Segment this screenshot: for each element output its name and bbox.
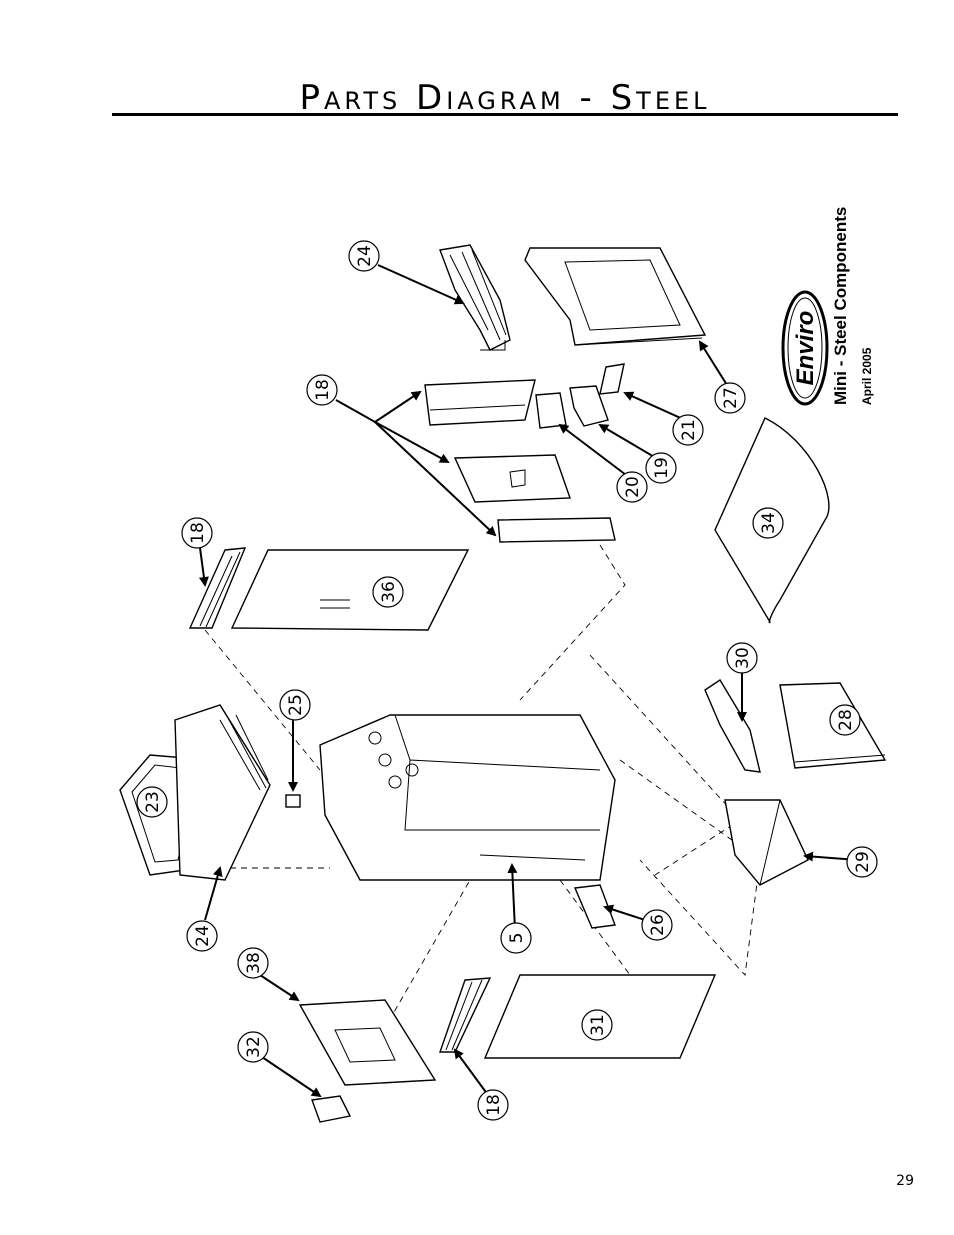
callout-26: 26 [641, 909, 673, 941]
page-title: Parts Diagram - Steel [299, 78, 711, 118]
svg-text:34: 34 [759, 512, 779, 534]
callout-23: 23 [136, 786, 168, 818]
part-18-side-rails [188, 547, 247, 629]
callout-18-top: 18 [306, 374, 338, 406]
part-24-door-frame [174, 704, 271, 881]
callout-19: 19 [645, 452, 677, 484]
callout-29: 29 [846, 846, 878, 878]
svg-text:24: 24 [355, 245, 375, 267]
svg-text:Enviro: Enviro [792, 311, 819, 386]
svg-text:18: 18 [188, 522, 208, 544]
part-26-plate [573, 884, 616, 929]
enviro-logo: Enviro [781, 290, 829, 406]
svg-text:5: 5 [507, 933, 527, 944]
part-18-baffle-top [424, 379, 536, 426]
callout-arrows [198, 264, 859, 1098]
svg-text:30: 30 [733, 647, 753, 669]
svg-text:29: 29 [853, 851, 873, 873]
svg-text:25: 25 [286, 694, 306, 716]
svg-text:21: 21 [679, 419, 699, 441]
callout-38: 38 [237, 947, 269, 979]
callout-32: 32 [237, 1031, 269, 1063]
callout-20: 20 [616, 471, 648, 503]
callout-18-left: 18 [181, 517, 213, 549]
part-20-bracket [535, 392, 567, 429]
callout-28: 28 [829, 704, 861, 736]
part-25-fitting [285, 794, 301, 808]
svg-text:19: 19 [652, 457, 672, 479]
svg-text:28: 28 [836, 709, 856, 731]
caption-subtitle: Mini - Steel Components [831, 207, 850, 405]
part-21-plate [599, 363, 625, 395]
caption-date: April 2005 [860, 347, 874, 405]
part-38-grille [298, 999, 437, 1086]
callout-24-top: 24 [348, 240, 380, 272]
svg-text:31: 31 [588, 1014, 608, 1036]
svg-text:18: 18 [484, 1094, 504, 1116]
title-rule [112, 113, 898, 116]
part-18-baffle-mid [453, 454, 571, 503]
callout-24-door: 24 [186, 920, 218, 952]
callout-34: 34 [752, 507, 784, 539]
svg-text:32: 32 [244, 1036, 264, 1058]
part-32-collar [311, 1095, 352, 1123]
svg-text:20: 20 [623, 476, 643, 498]
svg-text:38: 38 [244, 952, 264, 974]
page-number: 29 [896, 1173, 914, 1189]
part-36-side-panel [230, 549, 470, 631]
callout-27: 27 [714, 382, 746, 414]
svg-text:26: 26 [648, 914, 668, 936]
callout-21: 21 [672, 414, 704, 446]
callout-31: 31 [581, 1009, 613, 1041]
svg-text:23: 23 [143, 791, 163, 813]
part-30-bracket [704, 679, 761, 773]
callout-30: 30 [726, 642, 758, 674]
callout-5: 5 [500, 922, 532, 954]
part-29-box [724, 799, 809, 886]
svg-text:36: 36 [379, 581, 399, 603]
part-19-bracket [569, 385, 609, 427]
callout-36: 36 [372, 576, 404, 608]
part-18-bottom-rails [439, 977, 492, 1053]
svg-text:27: 27 [721, 387, 741, 409]
part-18-baffle-low [497, 517, 616, 543]
callout-18-bottom: 18 [477, 1089, 509, 1121]
part-5-stove-body [319, 714, 616, 881]
part-27-top-panel [524, 247, 707, 346]
svg-text:18: 18 [313, 379, 333, 401]
callout-25: 25 [279, 689, 311, 721]
svg-text:24: 24 [193, 925, 213, 947]
